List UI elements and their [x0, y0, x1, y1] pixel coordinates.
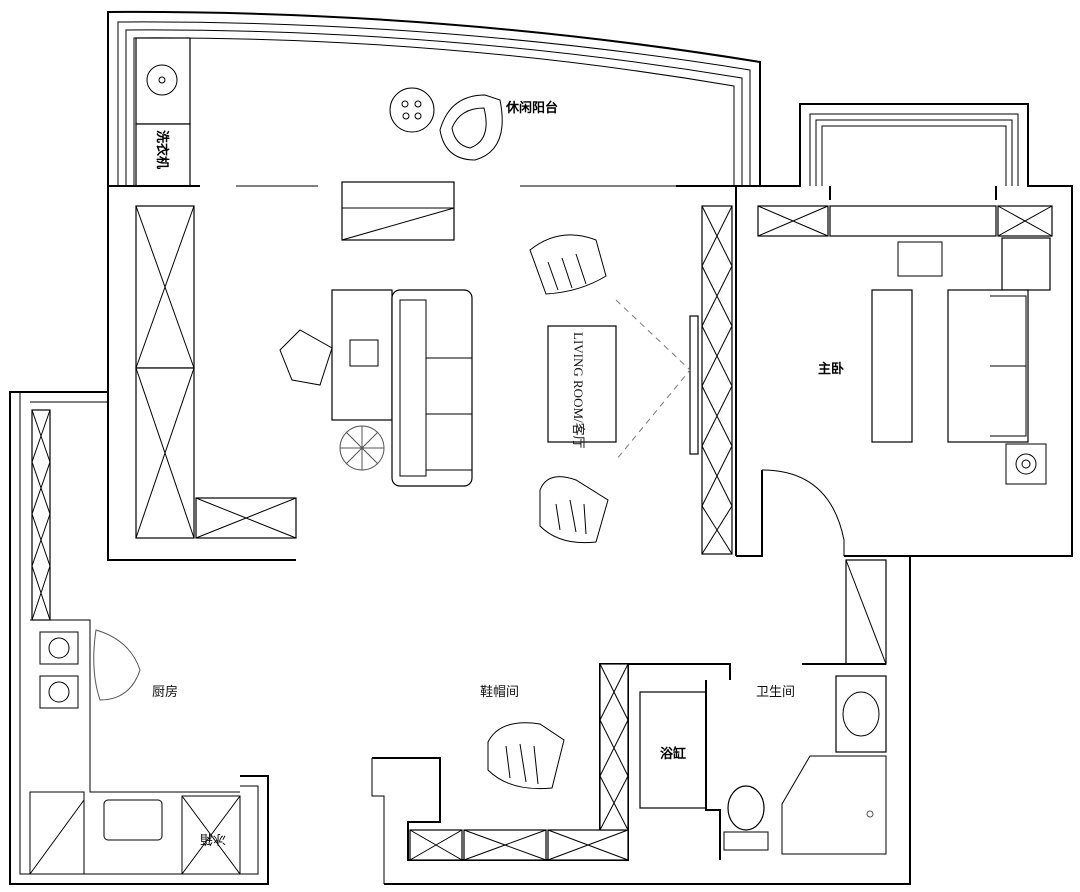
cloakroom: 鞋帽间 [371, 663, 731, 884]
bathroom: 浴缸 卫生间 [639, 559, 887, 860]
bathtub-label: 浴缸 [660, 746, 686, 761]
fridge [181, 795, 241, 875]
stove-burner-icon [39, 675, 79, 709]
washer-drum-icon [146, 64, 178, 96]
armchair-icon [529, 234, 607, 295]
sink-icon [103, 799, 163, 841]
armchair-icon [487, 722, 565, 790]
bathroom-label: 卫生间 [756, 684, 795, 699]
desk-chair-icon [279, 329, 333, 386]
balcony-area [107, 10, 761, 187]
console-cabinet [341, 181, 455, 241]
bathtub [639, 691, 707, 809]
lounge-chair-icon [439, 94, 503, 161]
outer-walls [9, 103, 1073, 885]
living-room-label-box [547, 325, 617, 443]
bedside-table [897, 241, 943, 277]
shower-area [781, 755, 887, 855]
living-room: LIVING ROOM/客厅 [135, 181, 733, 555]
living-room-label: LIVING ROOM/客厅 [571, 332, 586, 449]
washer-box [135, 123, 191, 187]
washer-cabinet [135, 37, 191, 125]
kitchen-label: 厨房 [152, 684, 178, 699]
sofa [391, 289, 473, 487]
round-table-icon [389, 87, 435, 133]
stove-burner-icon [39, 631, 79, 665]
balcony-label: 休闲阳台 [505, 100, 558, 115]
master-bedroom-label: 主卧 [818, 361, 844, 376]
washer-label: 洗衣机 [155, 130, 170, 169]
master-bedroom: 主卧 [757, 205, 1053, 556]
fridge-label: 冰箱 [200, 832, 226, 847]
kitchen: 冰箱 厨房 [29, 409, 241, 875]
desk [331, 289, 393, 421]
tv-screen [689, 315, 699, 455]
armchair-icon [539, 476, 609, 544]
cloakroom-label: 鞋帽间 [480, 684, 519, 699]
washbasin [835, 675, 887, 753]
toilet-icon [727, 785, 765, 831]
